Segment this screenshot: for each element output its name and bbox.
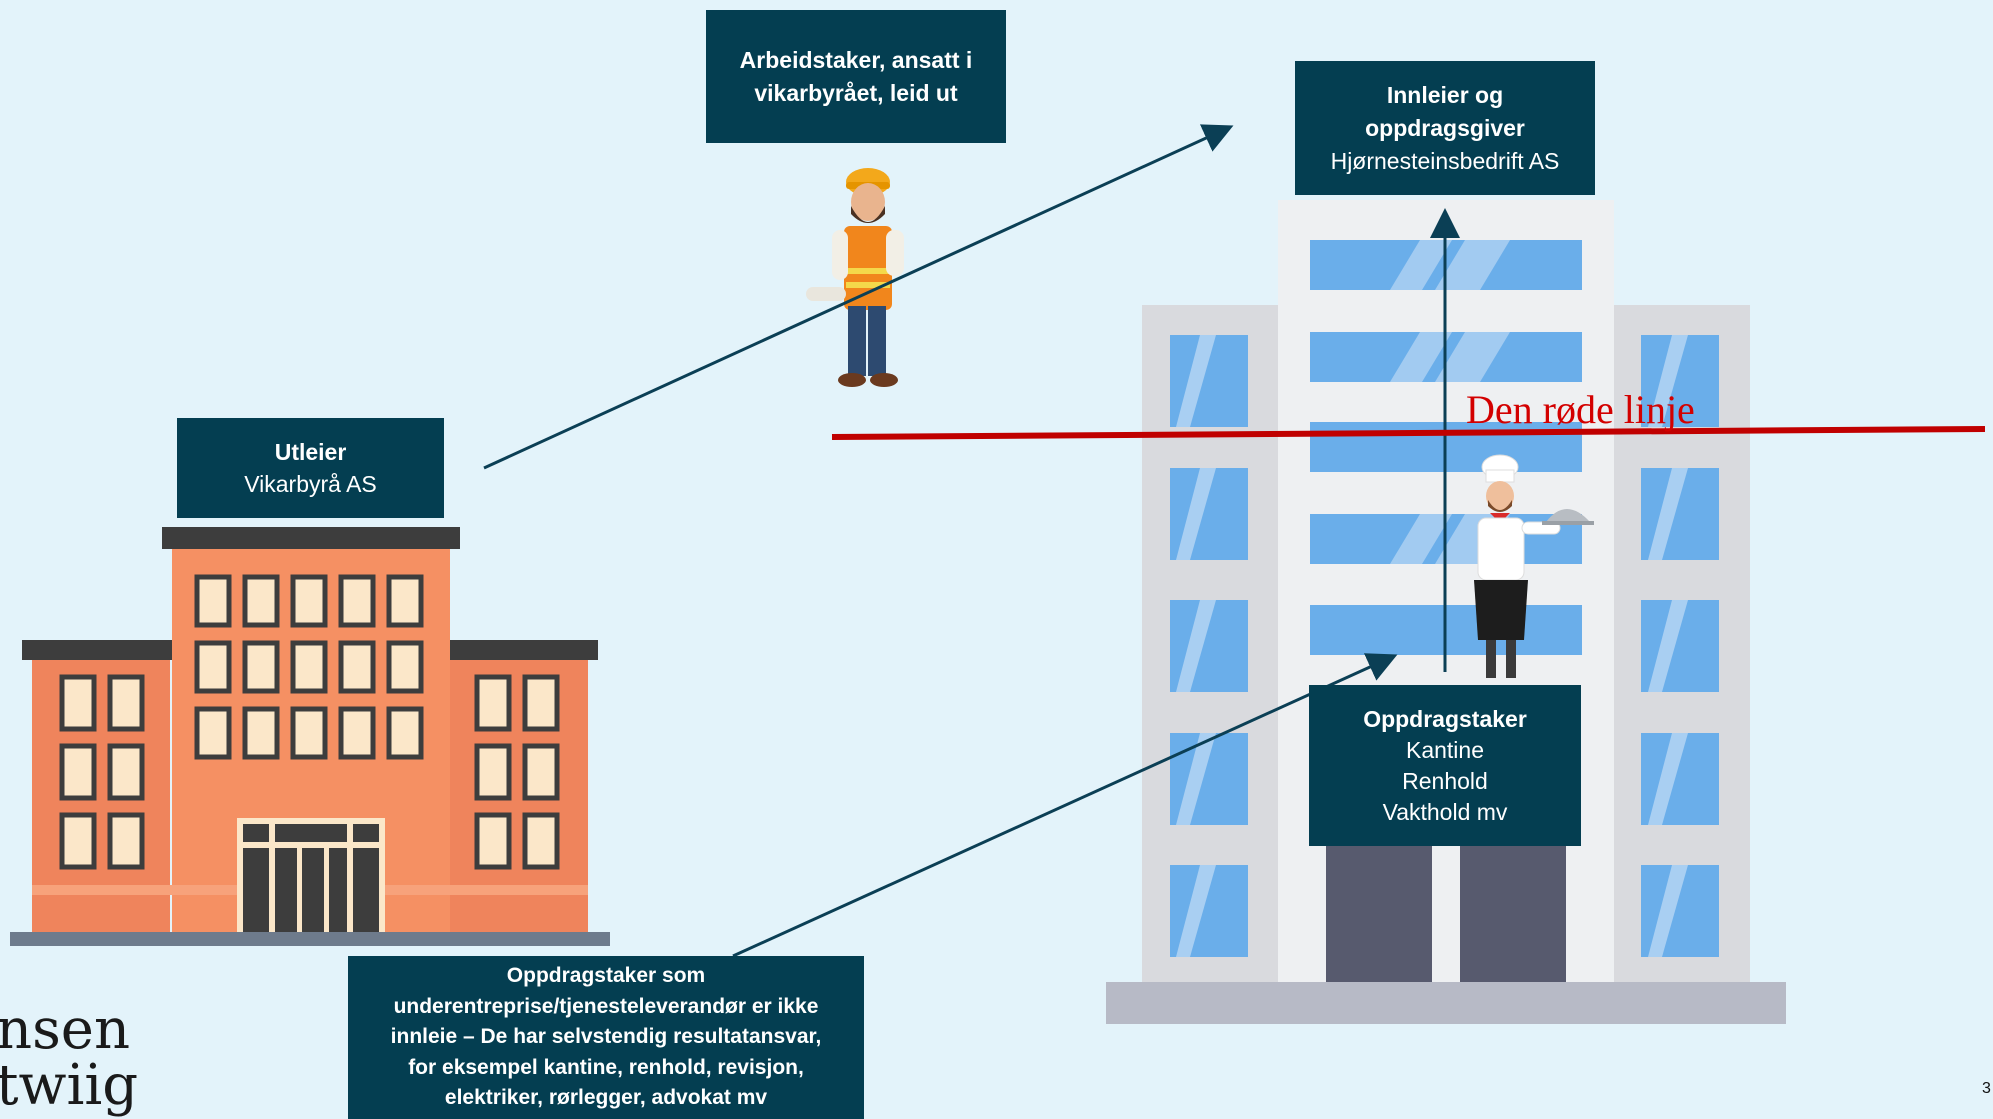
subcontractor-box: Oppdragstaker som underentreprise/tjenes… <box>348 956 864 1119</box>
logo-line1: nsen <box>0 997 131 1062</box>
lessor-box-title: Utleier <box>274 439 347 465</box>
construction-worker-icon <box>806 168 904 387</box>
client-box: Innleier og oppdragsgiver Hjørnesteinsbe… <box>1295 61 1595 195</box>
lessor-box-sub: Vikarbyrå AS <box>244 471 377 497</box>
company-logo: nsen twiig <box>0 1002 138 1114</box>
lessor-to-client-arrow <box>483 124 1234 470</box>
subcontractor-line: innleie – De har selvstendig resultatans… <box>390 1025 822 1049</box>
subcontractor-line: for eksempel kantine, renhold, revisjon, <box>408 1055 804 1079</box>
client-box-line1: Innleier og <box>1386 81 1504 108</box>
client-box-sub: Hjørnesteinsbedrift AS <box>1330 147 1560 174</box>
worker-box-line2: vikarbyrået, leid ut <box>754 79 958 106</box>
red-line-label: Den røde linje <box>1466 387 1695 432</box>
red-line <box>831 426 1986 440</box>
logo-line2: twiig <box>0 1053 139 1118</box>
worker-box-line1: Arbeidstaker, ansatt i <box>739 46 973 73</box>
subcontractor-line: underentreprise/tjenesteleverandør er ik… <box>393 994 819 1018</box>
subcontractor-line: Oppdragstaker som <box>506 964 706 988</box>
chef-icon <box>1474 454 1594 678</box>
contractor-item: Kantine <box>1405 736 1484 763</box>
contractor-item: Vakthold mv <box>1382 798 1508 825</box>
contractor-item: Renhold <box>1402 767 1488 794</box>
agency-building-icon <box>10 527 610 946</box>
contractor-box-title: Oppdragstaker <box>1363 705 1527 732</box>
page-number: 3 <box>1982 1080 1991 1097</box>
client-box-line2: oppdragsgiver <box>1365 114 1525 141</box>
worker-box: Arbeidstaker, ansatt i vikarbyrået, leid… <box>706 10 1006 143</box>
lessor-box: Utleier Vikarbyrå AS <box>177 418 444 518</box>
subcontractor-to-building-arrow <box>732 653 1398 958</box>
subcontractor-line: elektriker, rørlegger, advokat mv <box>444 1086 768 1110</box>
contractor-box: Oppdragstaker Kantine Renhold Vakthold m… <box>1309 685 1581 846</box>
